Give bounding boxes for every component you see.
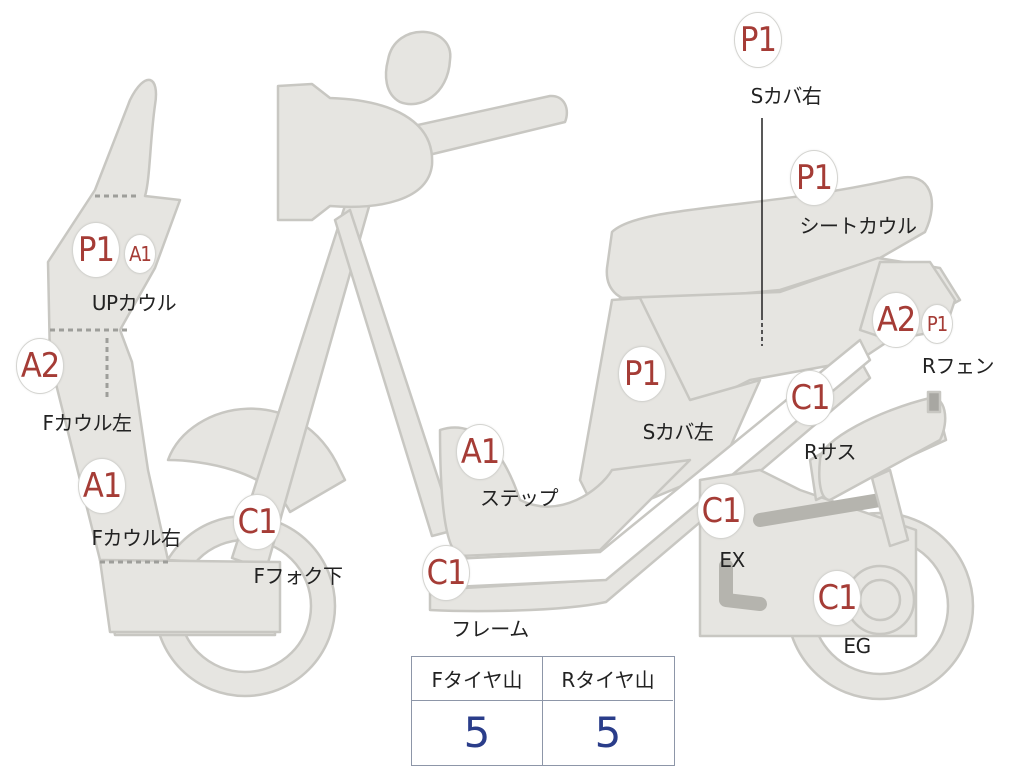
part-label-exhaust: EX [719,548,745,572]
part-label-up-cowl: UPカウル [91,291,177,315]
part-label-f-cowl-right: Fカウル右 [91,526,181,550]
part-label-f-cowl-left: Fカウル左 [42,411,132,435]
grade-badge: C1 [422,545,470,601]
part-label-step: ステップ [480,486,559,510]
grade-badge: C1 [786,370,834,426]
part-label-engine: EG [843,634,871,658]
grade-badge: A1 [456,424,504,480]
grade-badge: P1 [72,222,120,278]
front-tire-column: Fタイヤ山 5 [412,657,543,765]
grade-badge: C1 [813,570,861,626]
rear-tire-column: Rタイヤ山 5 [543,657,673,765]
grade-badge: P1 [921,304,953,344]
grade-badge: A2 [16,338,64,394]
front-tire-header: Fタイヤ山 [412,657,542,701]
grade-badge: A2 [872,292,920,348]
rear-tire-value: 5 [594,707,622,757]
front-tire-value: 5 [463,707,491,757]
grade-badge: C1 [697,483,745,539]
grade-badge: P1 [618,346,666,402]
grade-badge: P1 [790,150,838,206]
part-label-r-fender: Rフェン [922,354,994,378]
part-label-s-cover-right: Sカバ右 [750,84,822,108]
exhaust-pipe [719,559,767,611]
grade-badge: C1 [233,494,281,550]
part-label-s-cover-left: Sカバ左 [642,420,714,444]
mirror [384,30,452,106]
handlebar [393,94,569,162]
part-label-r-suspension: Rサス [804,440,857,464]
headlight [276,82,434,222]
rear-tire-header: Rタイヤ山 [543,657,673,701]
tire-tread-table: Fタイヤ山 5 Rタイヤ山 5 [411,656,675,766]
grade-badge: A1 [78,458,126,514]
grade-badge: A1 [124,234,156,274]
part-label-frame: フレーム [451,617,529,641]
part-label-seat-cowl: シートカウル [799,214,918,238]
grade-badge: P1 [734,12,782,68]
part-label-f-fork-lower: Fフォク下 [253,564,343,588]
